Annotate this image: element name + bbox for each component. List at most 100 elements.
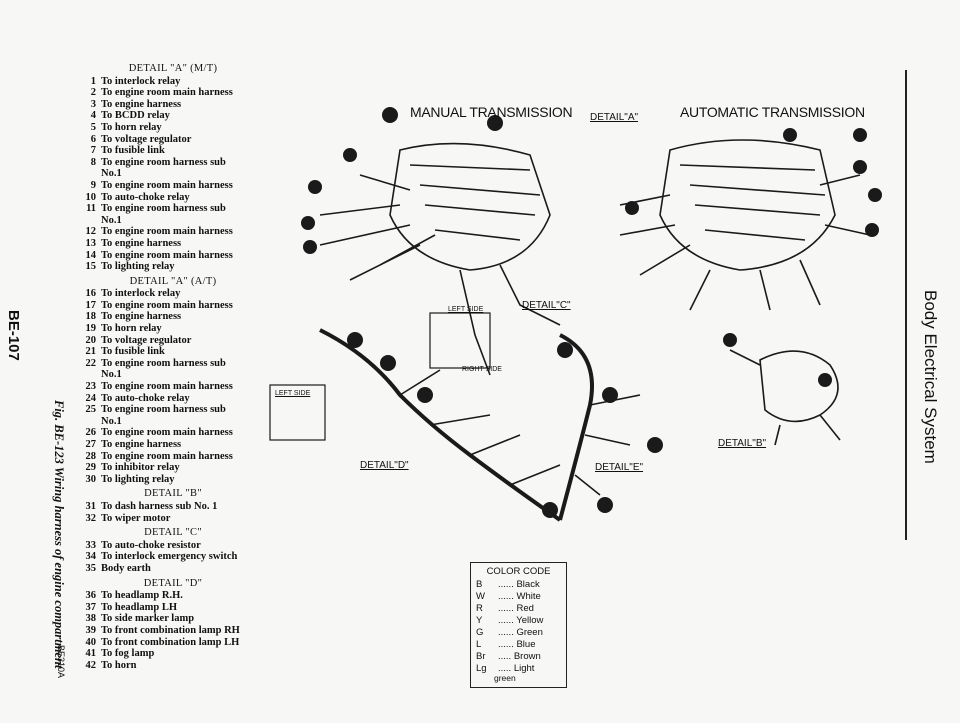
- legend-item-number: 4: [90, 110, 96, 122]
- detail-a-tag: DETAIL"A": [590, 112, 639, 123]
- legend-item-text: To engine room harness sub No.1: [101, 156, 226, 180]
- legend-item-text: To fusible link: [101, 145, 165, 157]
- legend-item-text: To front combination lamp LH: [101, 636, 240, 648]
- legend-item: 40 To front combination lamp LH: [78, 637, 268, 649]
- legend-item-number: 27: [85, 439, 97, 450]
- legend-item-text: To side marker lamp: [101, 613, 195, 625]
- color-code-letter: R: [476, 603, 483, 614]
- legend-item: 19 To horn relay: [78, 323, 268, 335]
- color-code-continuation: green: [494, 673, 516, 683]
- legend-item-number: 10: [85, 191, 97, 203]
- color-code-letter: G: [476, 627, 484, 638]
- legend-item-text: To lighting relay: [101, 261, 175, 273]
- legend-item: 3 To engine harness: [78, 99, 268, 111]
- legend-item-text: To engine room main harness: [101, 299, 233, 311]
- color-code-row: B ...... Black: [476, 579, 561, 591]
- legend-item-number: 2: [90, 87, 96, 99]
- legend-item-number: 35: [85, 562, 97, 574]
- legend-item-text: To horn relay: [101, 323, 162, 335]
- legend-heading: DETAIL "C": [144, 527, 202, 539]
- legend-item-text: To inhibitor relay: [101, 462, 180, 474]
- figure-caption: Fig. BE-123 Wiring harness of engine com…: [52, 400, 66, 669]
- legend-item-text: To horn: [101, 659, 137, 671]
- color-code-name: ...... Blue: [498, 639, 536, 650]
- legend-item-text: To interlock relay: [101, 288, 181, 300]
- legend-item-number: 22: [85, 357, 97, 369]
- legend-item-text: To engine room main harness: [101, 179, 233, 191]
- legend-item-text: Body earth: [101, 562, 151, 574]
- legend-item-number: 30: [85, 473, 97, 485]
- legend-heading: DETAIL "A" (M/T): [128, 63, 218, 74]
- legend-item-number: 16: [85, 288, 97, 300]
- legend-item-number: 17: [85, 299, 97, 311]
- legend-item: 35 Body earth: [78, 563, 268, 575]
- legend-item-number: 19: [85, 323, 97, 335]
- legend-item-text: To engine room main harness: [101, 87, 233, 99]
- section-title: Body Electrical System: [921, 290, 940, 464]
- legend-item-number: 29: [85, 462, 97, 474]
- legend-item: 2 To engine room main harness: [78, 87, 268, 99]
- legend-item-text: To engine harness: [101, 237, 182, 249]
- legend-item-text: To engine harness: [101, 98, 182, 110]
- legend-item-text: To BCDD relay: [101, 110, 170, 122]
- legend-item-text: To engine room main harness: [101, 381, 233, 393]
- legend-item: 4 To BCDD relay: [78, 110, 268, 122]
- legend-item-text: To voltage regulator: [101, 133, 192, 145]
- legend-item-number: 14: [85, 249, 97, 261]
- left-side-tag: LEFT SIDE: [275, 390, 311, 397]
- legend-item-number: 38: [85, 613, 97, 625]
- color-code-row: W ...... White: [476, 591, 561, 603]
- color-code-name: ...... Yellow: [498, 615, 544, 626]
- margin-rule: [905, 70, 907, 540]
- detail-b-tag: DETAIL"B": [718, 438, 767, 449]
- legend-item-number: 36: [85, 590, 97, 602]
- legend-item-text: To fusible link: [101, 346, 165, 358]
- legend-item-number: 5: [90, 121, 96, 133]
- legend-item-number: 9: [90, 179, 96, 191]
- legend-item-text: To wiper motor: [101, 512, 171, 524]
- legend-item-text: To dash harness sub No. 1: [101, 500, 218, 512]
- color-code-name: ...... White: [498, 591, 541, 602]
- color-code-row: Y...... Yellow: [476, 615, 561, 627]
- color-code-name: ...... Black: [498, 579, 540, 590]
- legend-item-number: 18: [85, 311, 97, 323]
- color-code-row: R...... Red: [476, 603, 561, 615]
- legend-item-number: 40: [85, 636, 97, 648]
- legend-item-number: 39: [85, 624, 97, 636]
- page-number: BE-107: [5, 310, 22, 361]
- legend-item-number: 28: [85, 450, 97, 462]
- legend-item: 17 To engine room main harness: [78, 300, 268, 312]
- left-side-tag-2: LEFT SIDE: [448, 306, 484, 313]
- color-code-letter: B: [476, 579, 483, 590]
- legend-item-text: To front combination lamp RH: [101, 624, 240, 636]
- right-side-tag: RIGHT SIDE: [462, 366, 502, 373]
- legend-heading: DETAIL "D": [143, 577, 203, 589]
- legend-item: 38 To side marker lamp: [78, 613, 268, 625]
- color-code-row: Lg..... Light: [476, 663, 561, 675]
- color-code-letter: Lg: [476, 663, 487, 674]
- legend-item-number: 11: [86, 203, 96, 215]
- color-code-letter: W: [476, 591, 485, 602]
- legend-item-number: 37: [85, 601, 97, 613]
- legend-heading: DETAIL "A" (A/T): [129, 275, 217, 287]
- legend-item-number: 3: [90, 98, 96, 110]
- color-code-name: ...... Green: [498, 627, 543, 638]
- legend-item-text: To auto-choke relay: [101, 392, 190, 404]
- legend-item-number: 31: [85, 500, 97, 512]
